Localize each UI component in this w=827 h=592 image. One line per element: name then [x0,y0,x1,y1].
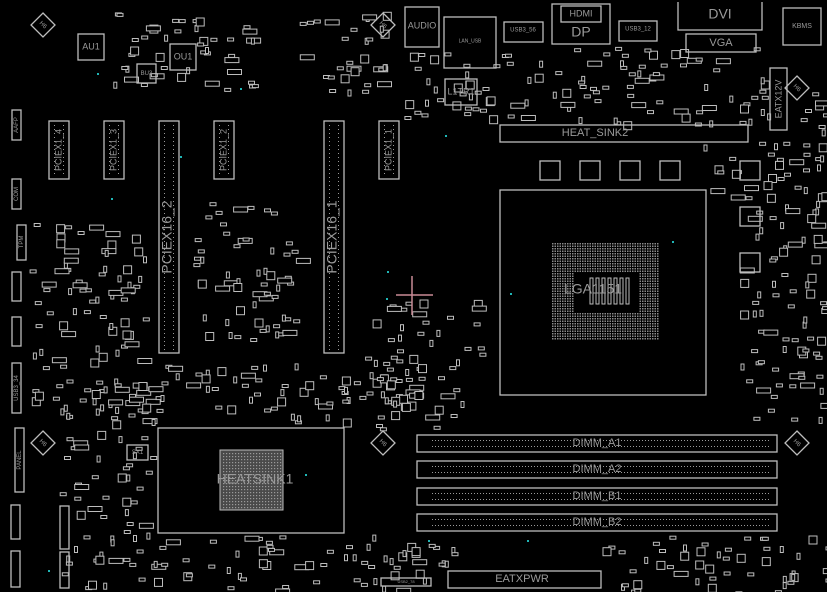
lan-usb-label: LAN_USB [459,38,482,44]
dimm-b2-label: DIMM_B2 [573,516,622,528]
dimm-slot-a2[interactable]: DIMM_A2 [416,460,778,479]
pciex1-4-label: PCIEX1_4 [53,129,63,171]
cpu-socket[interactable]: LGA1151 [499,189,707,396]
slot-pins [54,125,394,350]
dimm-slot-b2[interactable]: DIMM_B2 [416,513,778,532]
svg-text:H6: H6 [792,439,802,449]
connector-usb3-a[interactable]: USB3_56 [503,21,544,43]
cursor-crosshair [396,276,433,315]
pciex1-2-label: PCIEX1_2 [218,129,228,171]
hdmi-label: HDMI [570,8,593,18]
mounting-hole-icon: H6 [784,430,810,456]
slot-pciex1-4[interactable]: PCIEX1_4 [48,120,70,180]
aafp-label: AAFP [14,117,20,133]
dimm-slot-b1[interactable]: DIMM_B1 [416,487,778,506]
connector-kbms[interactable]: KBMS [782,7,822,46]
dimm-a1-label: DIMM_A1 [573,437,622,449]
pciex1-3-label: PCIEX1_3 [108,129,118,171]
slot-pciex1-3[interactable]: PCIEX1_3 [103,120,125,180]
vrm-chokes [539,160,761,273]
connector-vga[interactable]: VGA [685,33,757,53]
usb-bottom-label: USB2_78 [397,579,415,584]
slot-pciex16-1[interactable]: PCIEX16_1 [323,120,345,354]
pciex16-2-label: PCIEX16_2 [159,200,175,273]
svg-text:H6: H6 [38,21,48,31]
ou1-label: OU1 [174,51,193,61]
bu3-label: BU3 [141,71,153,77]
au1-label: AU1 [82,41,100,51]
usb3-a-label: USB3_56 [510,28,536,34]
mounting-hole-icon: H6 [370,430,396,456]
small-components-layer [29,11,827,592]
panel-label: PANEL [17,450,23,470]
header-aafp[interactable]: AAFP [11,109,22,141]
slot-pciex1-1[interactable]: PCIEX1_1 [378,120,400,180]
eatx12v-label: EATX12V [773,80,783,119]
l1tr1-label: L1TR1 [447,86,474,96]
header-tpm[interactable]: TPM [16,224,27,261]
chip-bu3[interactable]: BU3 [136,63,157,84]
connector-usb3-b[interactable]: USB3_12 [618,20,658,42]
dimm-slot-a1[interactable]: DIMM_A1 [416,434,778,453]
pciex16-1-label: PCIEX16_1 [324,200,340,273]
dimm-pins [432,440,769,526]
vga-label: VGA [709,37,733,49]
crystal-sx1[interactable]: SX1 [126,444,149,461]
header-com[interactable]: COM [11,178,22,210]
connector-hdmi-dp[interactable]: HDMI DP [551,3,611,45]
dimm-b1-label: DIMM_B1 [573,490,622,502]
svg-text:H6: H6 [792,84,802,94]
header-usb-1[interactable] [11,271,22,302]
connector-dvi[interactable]: DVI [677,2,763,31]
kbms-label: KBMS [792,23,812,30]
heatsink-1[interactable]: HEATSINK1 [157,427,345,534]
heatsink-2[interactable]: HEAT_SINK2 [499,124,749,143]
connector-audio[interactable]: AUDIO [404,6,440,48]
mounting-hole-icon: H6 [370,12,396,38]
usb3-b-label: USB3_12 [625,27,651,33]
audio-label: AUDIO [408,20,437,30]
svg-text:H6: H6 [378,439,388,449]
connector-eatx12v[interactable]: EATX12V [769,67,788,131]
heatsink1-label: HEATSINK1 [217,471,294,487]
dp-label: DP [571,24,590,40]
svg-text:H6: H6 [378,21,388,31]
usb3-34-label: USB3_34 [14,374,20,400]
pciex1-1-label: PCIEX1_1 [383,129,393,171]
tpm-label: TPM [19,236,25,249]
chip-ou1[interactable]: OU1 [169,43,197,71]
pch-pin-array [223,453,282,509]
transformer-l1tr1[interactable]: L1TR1 [444,78,478,106]
mounting-hole-icon: H6 [784,75,810,101]
connector-eatxpwr[interactable]: EATXPWR [447,570,602,589]
header-panel[interactable]: PANEL [14,427,25,493]
chip-au1[interactable]: AU1 [77,33,105,61]
dvi-label: DVI [708,6,731,22]
header-fan-1[interactable] [59,505,70,550]
dimm-a2-label: DIMM_A2 [573,463,622,475]
heat-sink2-label: HEAT_SINK2 [562,127,628,139]
mounting-hole-icon: H6 [30,430,56,456]
connector-usb-bottom[interactable]: USB2_78 [380,577,432,587]
slot-pciex16-2[interactable]: PCIEX16_2 [158,120,180,354]
mounting-hole-icon: H6 [30,12,56,38]
header-usb3-34[interactable]: USB3_34 [11,362,22,414]
cpu-label: LGA1151 [564,281,622,297]
header-fan-2[interactable] [59,551,70,589]
cpu-pin-array [552,243,659,340]
slot-pciex1-2[interactable]: PCIEX1_2 [213,120,235,180]
sx1-label: SX1 [132,450,144,456]
header-left-bottom-1[interactable] [10,504,21,540]
connector-lan-usb[interactable]: LAN_USB [443,16,497,69]
svg-text:H6: H6 [38,439,48,449]
eatxpwr-label: EATXPWR [495,573,549,585]
header-left-bottom-2[interactable] [10,550,21,588]
com-label: COM [14,187,20,201]
header-usb-2[interactable] [11,316,22,347]
